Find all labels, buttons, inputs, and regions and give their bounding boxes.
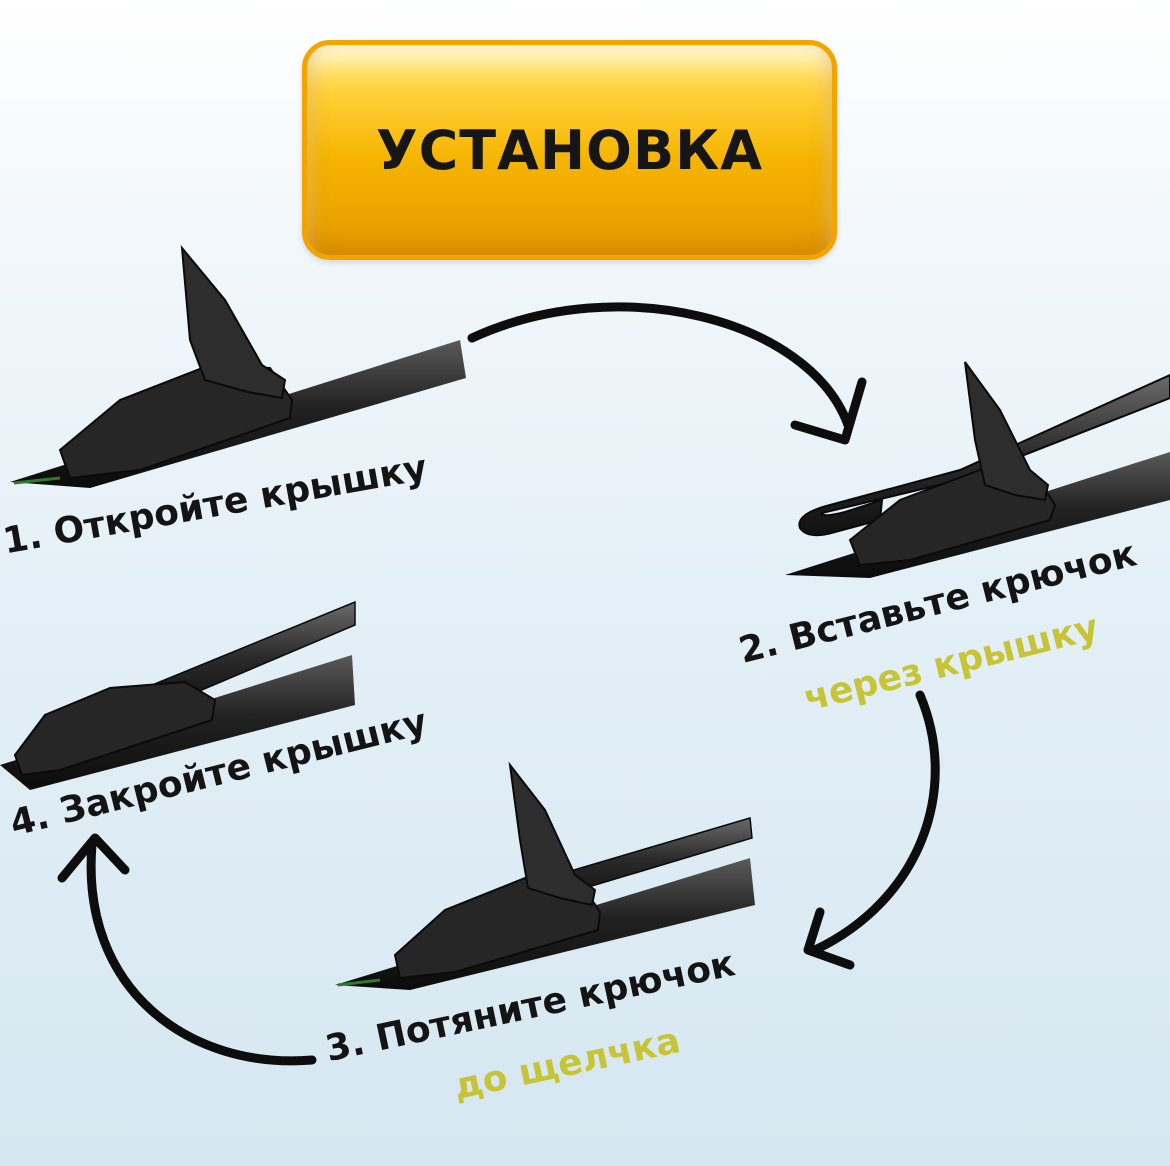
step2-illustration [785, 361, 1170, 578]
step3-number: 3. [322, 1021, 369, 1071]
arrowhead-step2 [790, 377, 867, 445]
step1-connector-body [58, 363, 294, 480]
arrow-step2-to-step3 [810, 690, 940, 955]
step3-illustration [335, 761, 755, 990]
step2-hook-arm [798, 373, 1170, 537]
step3-connector-body [393, 876, 602, 980]
arrowhead-step3 [803, 907, 855, 970]
step4-closed-cover [13, 680, 217, 777]
step2-open-cover [964, 361, 1050, 502]
step3-open-cover [508, 761, 597, 907]
step2-connector-body [848, 468, 1057, 567]
step1-number: 1. [0, 515, 46, 563]
step1-illustration [10, 244, 466, 488]
arrowhead-step4 [57, 833, 130, 883]
page-title: УСТАНОВКА [375, 118, 764, 182]
arrow-step1-to-step2 [467, 302, 853, 430]
step4-illustration [0, 600, 356, 790]
step1-open-cover [180, 244, 287, 400]
title-banner: УСТАНОВКА [302, 40, 837, 260]
arrow-step3-to-step4 [86, 840, 317, 1066]
